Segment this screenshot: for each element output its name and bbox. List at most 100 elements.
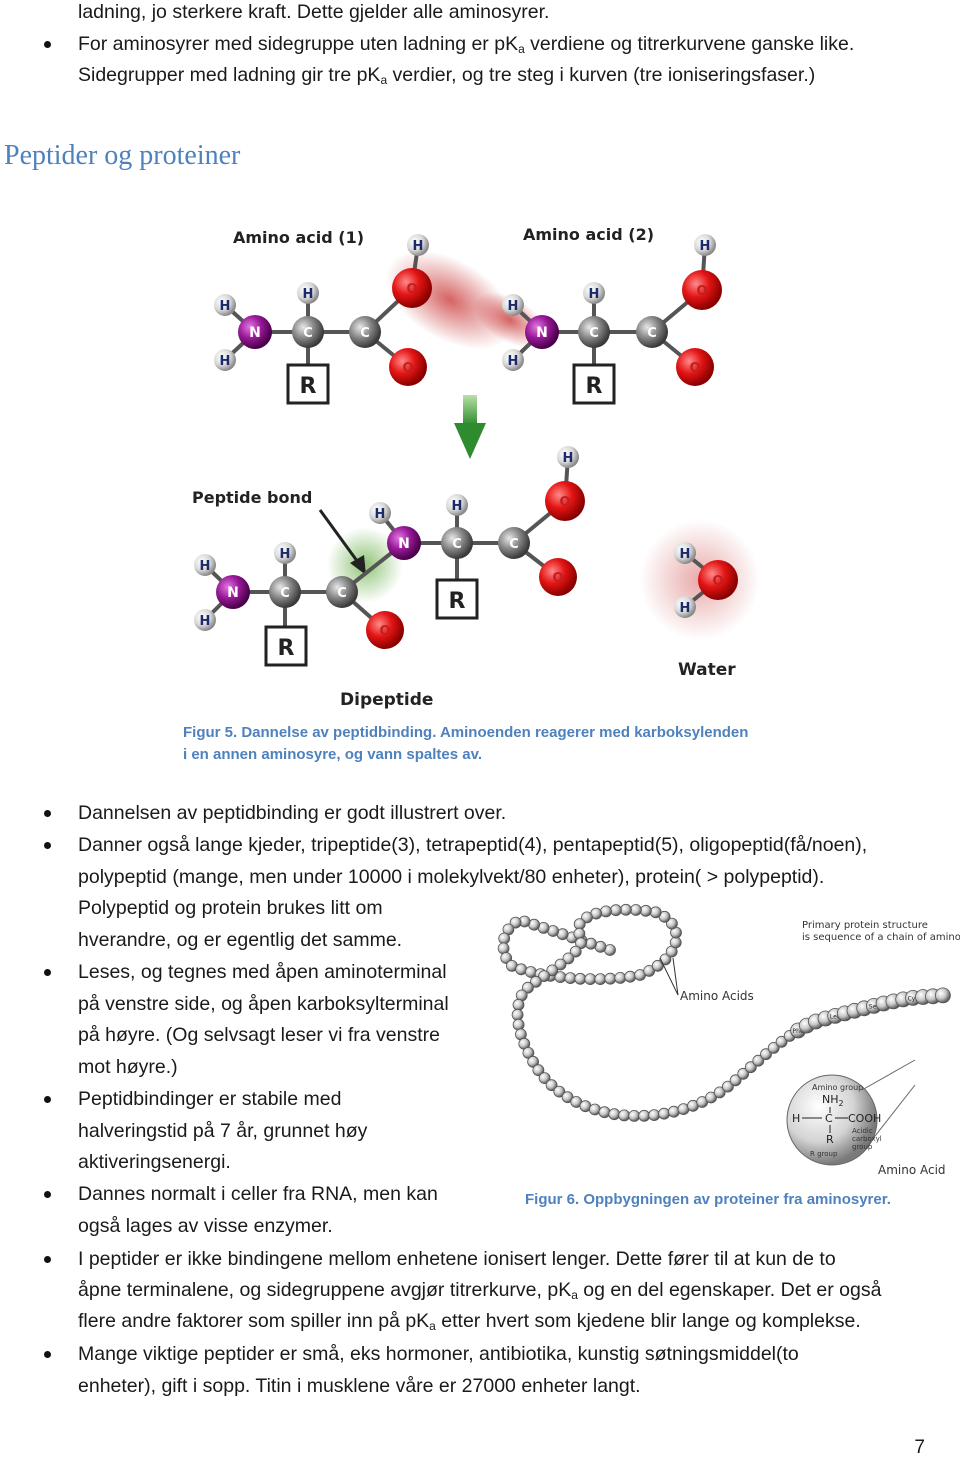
svg-text:H: H [563,451,574,466]
text-line: også lages av visse enzymer. [78,1215,333,1237]
amino-acid-bead [584,973,597,985]
text-line: Danner også lange kjeder, tripeptide(3),… [78,834,868,856]
svg-text:O: O [696,284,707,299]
text-line: Peptidbindinger er stabile med [78,1088,342,1110]
amino-acid-bead [522,981,534,994]
svg-text:O: O [402,361,413,376]
amino-acid-bead [610,904,622,917]
svg-text:O: O [712,574,723,589]
amino-acid-bead [737,1067,750,1080]
text-line: på høyre. (Og selvsagt leser vi fra vens… [78,1024,440,1046]
svg-text:H: H [452,499,463,514]
amino-acid-bead [744,1061,757,1074]
amino-acid-bead [669,936,682,949]
bead-label: Leu [830,1013,841,1020]
svg-text:H: H [200,614,211,629]
amino-acid-bead [649,906,662,919]
text-line: Mange viktige peptider er små, eks hormo… [78,1343,799,1365]
amino-acid-bead [619,903,632,916]
text-line: Dannelsen av peptidbinding er godt illus… [78,802,507,824]
amino-acid-bead [525,966,537,978]
amino-acid-bead [564,972,577,984]
figure6-caption: Figur 6. Oppbygningen av proteiner fra a… [525,1191,891,1208]
svg-text:C: C [360,326,370,341]
amino-acid-bead [569,945,582,958]
svg-text:H: H [220,299,231,314]
molecule-water: H H O [674,542,738,618]
amino-acid-bead [532,1064,545,1077]
svg-text:C: C [509,537,519,552]
text-line: halveringstid på 7 år, grunnet høy [78,1120,368,1142]
amino-acid-bead [574,972,587,985]
amino-acid-bead [767,1041,780,1054]
label-water: Water [678,660,736,680]
amino-acid-bead [511,1008,524,1021]
svg-text:group: group [852,1143,873,1151]
amino-acid-bead [614,972,627,984]
amino-acid-bead [665,917,678,930]
amino-acid-bead [629,904,642,916]
svg-text:C: C [303,326,313,341]
text-line: hverandre, og er egentlig det samme. [78,929,403,951]
amino-acid-bead [659,953,672,966]
amino-acid-bead [575,937,587,950]
amino-acid-bead [562,952,575,965]
svg-text:H: H [589,287,600,302]
amino-acid-bead [618,1109,631,1122]
text-line: I peptider er ikke bindingene mellom enh… [78,1248,836,1270]
svg-text:H: H [375,507,386,522]
amino-acid-bead [509,916,522,929]
peptide-bond-pointer-icon [318,509,366,575]
amino-acid-bead [775,1035,788,1048]
bullet-dot [44,810,51,817]
text-line: mot høyre.) [78,1056,178,1078]
svg-text:N: N [398,536,410,552]
amino-acid-bead [546,964,559,977]
amino-acid-bead [581,911,593,924]
svg-text:Acidic: Acidic [852,1127,873,1135]
text-line: aktiveringsenergi. [78,1151,231,1173]
molecule-amino-acid-1: H H N H C R C O H O [214,234,432,405]
svg-text:R: R [449,589,466,614]
text-line: Sidegrupper med ladning gir tre pKa verd… [78,64,816,87]
amino-acid-bead [624,970,637,983]
svg-text:C: C [452,537,462,552]
svg-text:H: H [413,239,424,254]
amino-acid-bead [638,1109,651,1122]
reaction-arrow-icon [454,395,486,459]
svg-text:R: R [586,374,603,399]
svg-text:H: H [280,547,291,562]
svg-text:H: H [700,239,711,254]
text-line: åpne terminalene, og sidegruppene avgjør… [78,1279,882,1302]
amino-acid-bead [600,905,612,918]
label-dipeptide: Dipeptide [340,690,433,710]
amino-acid-bead [658,1107,671,1120]
bullet-dot [44,1256,51,1263]
svg-text:N: N [536,325,548,341]
text-line: på venstre side, og åpen karboksyltermin… [78,993,449,1015]
svg-text:N: N [249,325,261,341]
label-amino-acid-2: Amino acid (2) [523,225,654,244]
svg-text:R: R [278,636,295,661]
amino-acid-bead [553,1085,566,1098]
bullet-dot [44,969,51,976]
amino-acid-bead [500,952,513,964]
amino-acid-bead [648,1109,661,1122]
svg-text:H: H [220,354,231,369]
text-line: Leses, og tegnes med åpen aminoterminal [78,961,447,983]
label-amino-acid: Amino Acid [878,1163,946,1177]
amino-acid-bead [538,970,550,982]
amino-acid-bead [934,987,951,1004]
amino-acid-bead [512,1018,525,1031]
amino-acid-bead [760,1048,772,1061]
svg-text:O: O [689,361,700,376]
svg-text:H: H [303,287,314,302]
bead-label: Phe [793,1028,804,1035]
bullet-dot [44,1096,51,1103]
section-heading: Peptider og proteiner [4,140,241,171]
amino-acid-bead [721,1080,734,1093]
bullet-dot [44,41,51,48]
amino-acid-inset: Amino group NH2 H C COOH R Acidic carbox… [786,1059,916,1166]
